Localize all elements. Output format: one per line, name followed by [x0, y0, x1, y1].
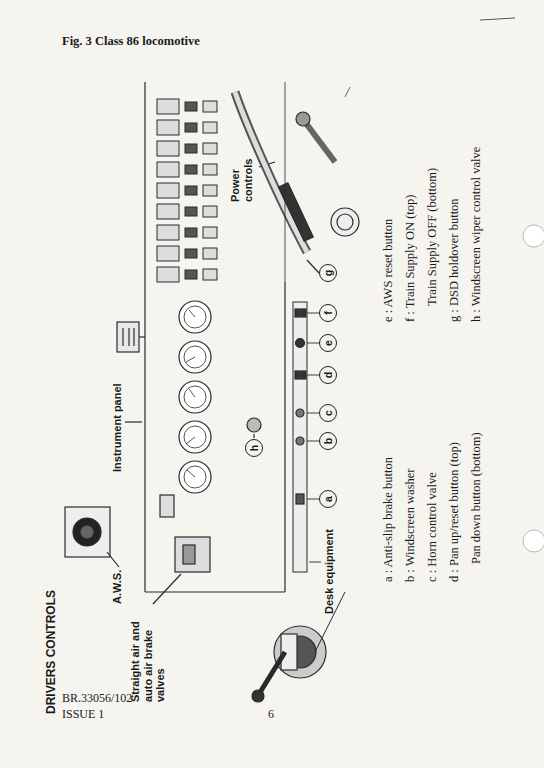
callout-letter: b [323, 438, 334, 444]
part-label: Power controls [229, 132, 254, 202]
legend-line: d : Pan up/reset button (top) [447, 442, 461, 582]
callout-letter: h [249, 445, 260, 451]
callout-letter: g [323, 270, 334, 276]
part-label: Straight air and auto air brake valves [129, 606, 167, 702]
callout-letter: d [323, 372, 334, 378]
rotated-diagram: DRIVERS CONTROLS A.W.S. Straight air and a… [45, 62, 515, 722]
diagram-heading: DRIVERS CONTROLS [45, 590, 59, 714]
callout-circle: h [245, 439, 263, 457]
legend-line: g : DSD holdover button [447, 198, 461, 322]
legend-line: f : Train Supply ON (top) [403, 195, 417, 322]
callout-circle: d [319, 366, 337, 384]
document-number: BR.33056/102 [62, 692, 132, 706]
callout-letter: c [323, 410, 334, 416]
legend-line: h : Windscreen wiper control valve [469, 147, 483, 322]
callout-circle: c [319, 404, 337, 422]
callout-circle: e [319, 334, 337, 352]
part-label: Desk equipment [323, 529, 336, 614]
callout-letter: a [323, 496, 334, 502]
callout-circle: g [319, 264, 337, 282]
legend-line: b : Windscreen washer [403, 469, 417, 582]
callout-circle: f [319, 304, 337, 322]
part-label: Instrument panel [111, 383, 124, 472]
issue-number: ISSUE 1 [62, 708, 104, 722]
legend-line: e : AWS reset button [381, 219, 395, 322]
callout-letter: e [323, 340, 334, 346]
legend-line: Pan down button (bottom) [469, 432, 483, 564]
callout-letter: f [323, 311, 334, 315]
page-number: 6 [268, 708, 274, 722]
callout-circle: b [319, 432, 337, 450]
callout-circle: a [319, 490, 337, 508]
legend-line: a : Anti-slip brake button [381, 457, 395, 582]
figure-title: Fig. 3 Class 86 locomotive [62, 34, 200, 48]
legend-line: Train Supply OFF (bottom) [425, 168, 439, 306]
legend-line: c : Horn control valve [425, 472, 439, 582]
part-label: A.W.S. [111, 570, 124, 604]
